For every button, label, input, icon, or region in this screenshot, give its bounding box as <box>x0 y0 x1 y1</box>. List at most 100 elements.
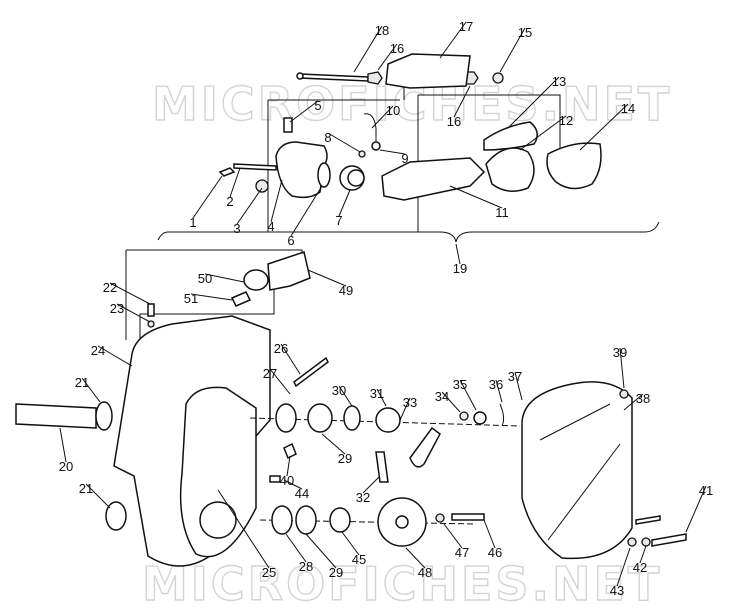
callout-21: 21 <box>75 375 89 390</box>
leader-line-24 <box>97 345 133 367</box>
part-8-pin <box>358 150 366 158</box>
leader-line-44 <box>283 479 303 490</box>
callout-16: 16 <box>447 114 461 129</box>
part-5-screw <box>283 117 293 133</box>
callout-46: 46 <box>488 545 502 560</box>
callout-41: 41 <box>699 483 713 498</box>
leader-line-47 <box>443 523 463 549</box>
part-14-cover <box>546 142 602 190</box>
callout-42: 42 <box>633 560 647 575</box>
part-3-nut <box>255 179 269 193</box>
leader-line-21 <box>81 377 101 403</box>
leader-line-49 <box>307 269 347 287</box>
leader-line-6 <box>290 185 323 237</box>
part-21-seal-lower <box>105 501 127 531</box>
leader-line-28 <box>285 533 307 563</box>
callout-35: 35 <box>453 377 467 392</box>
callout-30: 30 <box>332 383 346 398</box>
callout-12: 12 <box>559 113 573 128</box>
callout-22: 22 <box>103 280 117 295</box>
leader-line-15 <box>499 27 526 73</box>
part-10-arm <box>363 113 377 142</box>
part-25-bearing-bore <box>199 501 237 539</box>
callout-1: 1 <box>189 215 196 230</box>
leader-line-31 <box>376 388 387 407</box>
callout-23: 23 <box>110 301 124 316</box>
part-28-bearing-lower <box>271 505 293 535</box>
callout-48: 48 <box>418 565 432 580</box>
part-47-bolt <box>451 513 485 521</box>
part-51-fitting <box>243 269 269 291</box>
part-41-pin <box>283 442 297 460</box>
leader-line-43 <box>616 547 631 587</box>
leader-line-42 <box>639 545 647 564</box>
watermark-bottom: MICROFICHES.NET <box>142 557 662 611</box>
part-18-rod-end <box>296 72 304 80</box>
part-22-screw <box>147 303 155 317</box>
callout-7: 7 <box>335 213 342 228</box>
leader-line-20 <box>59 427 67 463</box>
part-46-spacer <box>329 507 351 533</box>
callout-29: 29 <box>329 565 343 580</box>
part-2-bolt <box>233 163 277 171</box>
part-48-washer <box>435 513 445 523</box>
part-40-plug <box>619 389 629 399</box>
upper-linkage-assembly <box>157 53 660 243</box>
part-23-washer <box>147 320 155 328</box>
leader-line-9 <box>379 149 406 155</box>
callout-44: 44 <box>295 486 309 501</box>
callout-21: 21 <box>79 481 93 496</box>
leader-line-11 <box>449 185 503 209</box>
part-35-nut <box>473 411 487 425</box>
part-21-seal-upper <box>95 401 113 431</box>
callout-24: 24 <box>91 343 105 358</box>
part-34-washer <box>459 411 469 421</box>
callout-20: 20 <box>59 459 73 474</box>
callout-38: 38 <box>636 391 650 406</box>
callout-5: 5 <box>314 98 321 113</box>
part-17-block <box>385 53 471 89</box>
callout-18: 18 <box>375 23 389 38</box>
lower-guide-lines <box>125 249 303 340</box>
leader-line-30 <box>338 385 353 407</box>
leader-line-36 <box>495 379 503 403</box>
leader-line-32 <box>362 475 381 494</box>
part-15-nut <box>492 72 504 84</box>
part-39-screw <box>635 515 661 525</box>
leader-line-38 <box>623 393 644 411</box>
leader-line-4 <box>270 179 283 223</box>
callout-9: 9 <box>401 151 408 166</box>
leader-line-21 <box>85 483 111 509</box>
leader-line-13 <box>507 76 560 129</box>
leader-line-7 <box>338 189 351 217</box>
callout-43: 43 <box>610 583 624 598</box>
part-33-tensioner <box>409 426 441 468</box>
callout-50: 50 <box>198 271 212 286</box>
leader-line-23 <box>116 303 151 323</box>
callout-8: 8 <box>324 130 331 145</box>
callout-28: 28 <box>299 559 313 574</box>
callout-leader-lines <box>59 21 707 587</box>
leader-line-40 <box>286 455 291 477</box>
leader-line-16 <box>453 85 471 118</box>
callout-39: 39 <box>613 345 627 360</box>
part-16-nut-left <box>367 71 383 85</box>
part-42-bolt <box>651 533 687 547</box>
leader-line-17 <box>439 21 467 59</box>
leader-line-37 <box>514 371 523 401</box>
part-32-chain <box>375 451 389 483</box>
leader-line-45 <box>341 531 360 556</box>
leader-line-22 <box>109 282 151 305</box>
part-52-fitting <box>230 291 252 307</box>
callout-4: 4 <box>267 219 274 234</box>
assembly-bracket-19 <box>157 221 660 243</box>
callout-27: 27 <box>263 366 277 381</box>
part-10-arm-end <box>371 141 381 151</box>
leader-line-33 <box>399 397 411 421</box>
part-45-pin <box>269 475 281 483</box>
callout-49: 49 <box>339 283 353 298</box>
leader-line-46 <box>483 519 496 549</box>
leader-line-8 <box>327 132 361 153</box>
leader-line-14 <box>579 103 629 151</box>
